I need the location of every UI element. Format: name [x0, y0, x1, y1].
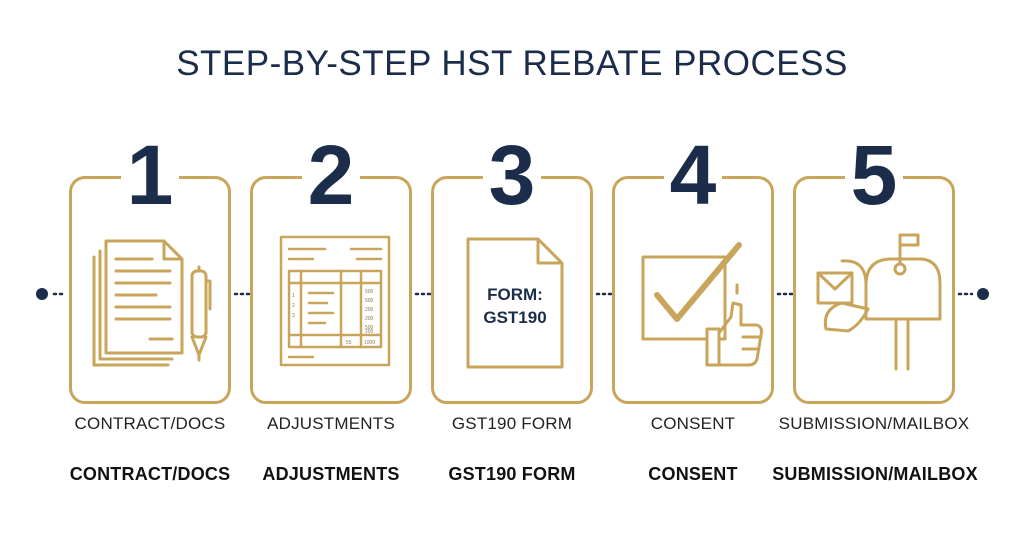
step-3-number: 3 — [431, 128, 593, 222]
step-4-number: 4 — [612, 128, 774, 222]
step-2-number: 2 — [250, 128, 412, 222]
step-1-bold-label: CONTRACT/DOCS — [69, 464, 231, 484]
spreadsheet-icon — [279, 235, 391, 367]
table-value: 500 — [365, 325, 374, 331]
form-label-line1: FORM: — [487, 285, 543, 304]
step-3-label: GST190 FORM — [451, 414, 573, 433]
table-value: 200 — [365, 307, 374, 313]
step-2-label: ADJUSTMENTS — [267, 414, 395, 433]
step-4-bold-label: CONSENT — [648, 464, 738, 484]
step-5-bold-label: SUBMISSION/MAILBOX — [772, 464, 978, 484]
form-label-line2: GST190 — [483, 308, 547, 327]
table-value: 1 — [292, 293, 295, 299]
step-1-label: CONTRACT/DOCS — [74, 414, 226, 433]
page-title: STEP-BY-STEP HST REBATE PROCESS — [176, 44, 848, 83]
step-5-label: SUBMISSION/MAILBOX — [778, 414, 970, 433]
table-value: 200 — [365, 316, 374, 322]
spreadsheet-values: 1 2 3 500 500 200 200 500 200 55 1000 — [292, 289, 375, 346]
step-5-number: 5 — [793, 128, 955, 222]
step-3-bold-label: GST190 FORM — [448, 464, 576, 484]
table-value: 200 — [365, 329, 374, 335]
timeline-start-dot — [36, 288, 48, 300]
table-value: 500 — [365, 298, 374, 304]
timeline-end-dot — [977, 288, 989, 300]
form-label: FORM: GST190 — [434, 283, 596, 329]
table-value: 3 — [292, 313, 295, 319]
step-2-bold-label: ADJUSTMENTS — [262, 464, 400, 484]
table-value: 55 — [346, 340, 352, 346]
table-value: 2 — [292, 303, 295, 309]
document-pen-icon — [92, 239, 212, 367]
step-4-label: CONSENT — [650, 414, 736, 433]
form-document-icon — [466, 237, 564, 369]
mailbox-envelope-icon — [816, 233, 942, 371]
step-1-number: 1 — [69, 128, 231, 222]
table-value: 1000 — [364, 340, 375, 346]
table-value: 500 — [365, 289, 374, 295]
checkbox-thumbs-up-icon — [641, 242, 763, 367]
